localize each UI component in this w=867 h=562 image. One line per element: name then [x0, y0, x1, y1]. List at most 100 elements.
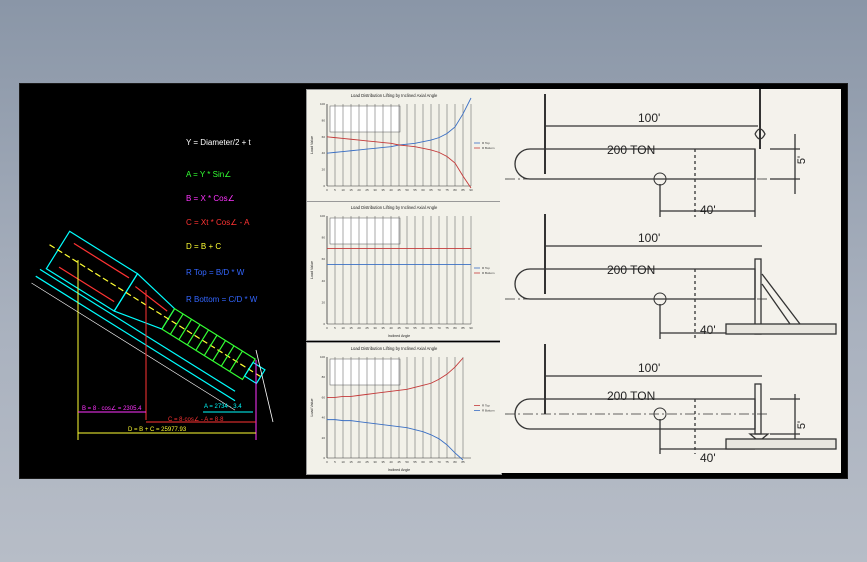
x-tick-label: 60	[421, 460, 425, 464]
x-tick-label: 40	[389, 188, 393, 192]
x-tick-label: 20	[357, 188, 361, 192]
series-line-2	[326, 136, 472, 189]
diagram-1-length: 100'	[638, 111, 661, 125]
diagram-1-sub-length: 40'	[700, 203, 716, 217]
chart-1-svg: Load Distribution Lifting by Inclined Ax…	[310, 93, 495, 192]
diagram-2-length: 100'	[638, 231, 661, 245]
x-tick-label: 85	[461, 188, 465, 192]
x-tick-label: 50	[405, 188, 409, 192]
chart-panel-1: Load Distribution Lifting by Inclined Ax…	[306, 89, 502, 203]
x-tick-label: 20	[357, 326, 361, 330]
lifting-diagrams-svg	[505, 89, 837, 454]
x-tick-label: 70	[437, 326, 441, 330]
vessel-bottom-section	[161, 307, 256, 381]
y-tick-label: 40	[322, 416, 326, 420]
x-tick-label: 70	[437, 188, 441, 192]
cad-panel: Y = Diameter/2 + t A = Y * Sin∠ B = X * …	[28, 90, 304, 472]
x-tick-label: 10	[341, 326, 345, 330]
chart-inset-sketch	[329, 105, 401, 133]
y-tick-label: 100	[320, 102, 325, 106]
legend-label: R Top	[482, 141, 490, 145]
x-tick-label: 45	[397, 188, 401, 192]
y-tick-label: 80	[322, 375, 326, 379]
diagram-3-length: 100'	[638, 361, 661, 375]
drawing-frame: Y = Diameter/2 + t A = Y * Sin∠ B = X * …	[20, 84, 847, 478]
x-tick-label: 80	[453, 326, 457, 330]
x-tick-label: 40	[389, 326, 393, 330]
x-tick-label: 20	[357, 460, 361, 464]
legend-label: R Bottom	[482, 409, 495, 413]
diagram-2-sub-length: 40'	[700, 323, 716, 337]
dim-label-a: A = 2734 · 3.4	[204, 404, 242, 410]
y-tick-label: 0	[323, 322, 325, 326]
y-tick-label: 0	[323, 184, 325, 188]
x-tick-label: 5	[334, 188, 336, 192]
y-tick-label: 80	[322, 236, 326, 240]
x-tick-label: 50	[405, 326, 409, 330]
x-tick-label: 75	[445, 188, 449, 192]
x-tick-label: 40	[389, 460, 393, 464]
dim-label-c: C = 8·cos∠ - A = 8·8	[168, 417, 224, 423]
x-tick-label: 10	[341, 188, 345, 192]
x-tick-label: 75	[445, 326, 449, 330]
diagram-3-sub-length: 40'	[700, 451, 716, 465]
x-tick-label: 15	[349, 188, 353, 192]
x-tick-label: 60	[421, 326, 425, 330]
y-tick-label: 100	[320, 214, 325, 218]
legend-label: R Top	[482, 266, 490, 270]
equation-d: D = B + C	[186, 242, 222, 251]
x-tick-label: 30	[373, 326, 377, 330]
y-tick-label: 40	[322, 279, 326, 283]
equation-r-bottom: R Bottom = C/D * W	[186, 295, 258, 304]
lifting-diagram-3	[505, 344, 837, 454]
x-tick-label: 80	[453, 188, 457, 192]
diagram-1-side: 5'	[796, 155, 809, 165]
y-tick-label: 0	[323, 456, 325, 460]
x-axis-label: Inclined Angle	[388, 468, 410, 472]
chart-title: Load Distribution Lifting by Inclined Ax…	[351, 93, 438, 98]
diagram-2-capacity: 200 TON	[607, 263, 656, 277]
x-tick-label: 25	[365, 460, 369, 464]
vessel-cone	[113, 272, 176, 330]
x-tick-label: 65	[429, 460, 433, 464]
x-tick-label: 55	[413, 460, 417, 464]
series-line-1	[327, 357, 464, 398]
y-tick-label: 60	[322, 395, 326, 399]
x-tick-label: 90	[469, 188, 473, 192]
lifting-diagram-2	[505, 214, 837, 339]
diagram-1-capacity: 200 TON	[607, 143, 656, 157]
x-axis-label: Inclined Angle	[388, 334, 410, 338]
x-tick-label: 35	[381, 188, 385, 192]
x-tick-label: 15	[349, 460, 353, 464]
x-tick-label: 85	[461, 326, 465, 330]
y-axis-label: Load Value	[310, 136, 314, 154]
x-tick-label: 45	[397, 460, 401, 464]
lifting-diagram-1	[505, 89, 800, 217]
x-tick-label: 45	[397, 326, 401, 330]
legend-label: R Bottom	[482, 271, 495, 275]
legend-label: R Bottom	[482, 146, 495, 150]
x-tick-label: 15	[349, 326, 353, 330]
x-tick-label: 70	[437, 460, 441, 464]
x-tick-label: 25	[365, 326, 369, 330]
x-tick-label: 30	[373, 188, 377, 192]
x-tick-label: 30	[373, 460, 377, 464]
x-tick-label: 10	[341, 460, 345, 464]
chart-3-svg: Load Distribution Lifting by Inclined Ax…	[310, 346, 495, 472]
dim-label-d: D = B + C = 25977.93	[128, 427, 187, 433]
series-line-2	[327, 419, 464, 461]
y-axis-label: Load Value	[310, 261, 314, 279]
chart-panel-2: Load Distribution Lifting by Inclined Ax…	[306, 201, 502, 341]
chart-2-svg: Load Distribution Lifting by Inclined Ax…	[310, 205, 495, 338]
x-tick-label: 25	[365, 188, 369, 192]
equation-r-top: R Top = B/D * W	[186, 268, 245, 277]
y-tick-label: 20	[322, 436, 326, 440]
diagram-3-side: 5'	[796, 420, 809, 430]
dim-label-b: B = 8 · cos∠ = 2305.4	[82, 406, 142, 412]
x-tick-label: 35	[381, 326, 385, 330]
y-tick-label: 20	[322, 300, 326, 304]
x-tick-label: 5	[334, 460, 336, 464]
equation-y: Y = Diameter/2 + t	[186, 138, 251, 147]
x-tick-label: 65	[429, 188, 433, 192]
legend-label: R Top	[482, 404, 490, 408]
